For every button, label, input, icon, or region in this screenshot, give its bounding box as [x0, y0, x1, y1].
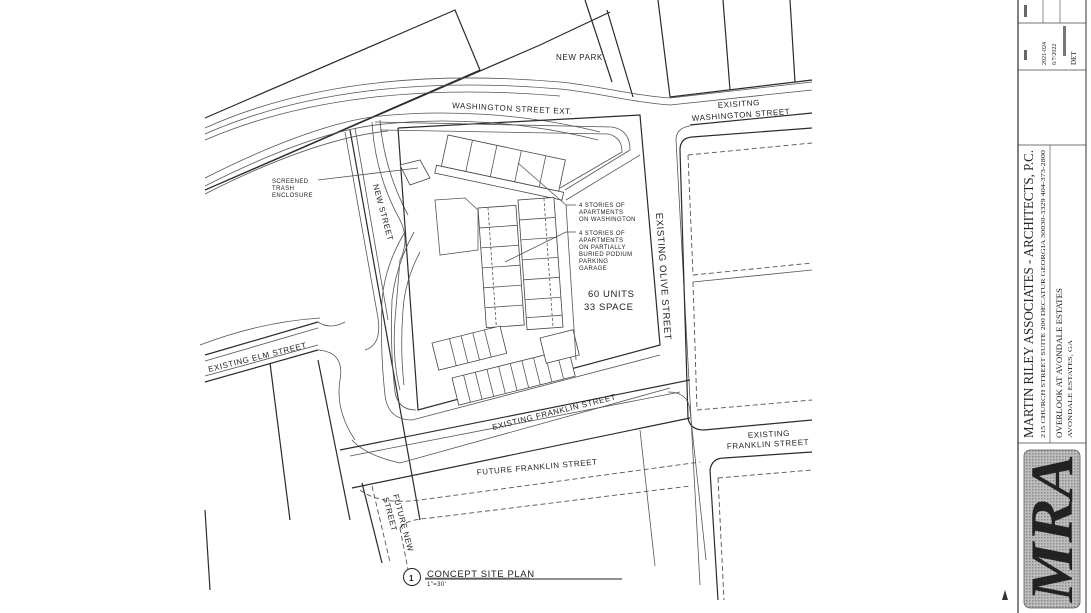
- site-boundary: [397, 114, 661, 411]
- label-new-street: NEW STREET: [371, 183, 395, 242]
- label-apt-wash-2: APARTMENTS: [579, 210, 623, 216]
- label-washington-ext: WASHINGTON STREET EXT.: [452, 101, 573, 116]
- future-franklin-street: [359, 429, 701, 581]
- north-arrow-icon: [1002, 590, 1008, 600]
- label-existing-franklin-right-1: EXISTING: [748, 429, 791, 440]
- washington-street-ext: [204, 77, 813, 195]
- label-apt-podium-6: GARAGE: [579, 266, 607, 272]
- job-number: 2021-024: [1042, 42, 1048, 65]
- label-trash-3: ENCLOSURE: [272, 193, 313, 199]
- drawing-scale: 1"=30': [427, 582, 446, 588]
- label-existing-franklin-right-2: FRANKLIN STREET: [727, 438, 810, 451]
- drawn-by: DET: [1070, 51, 1078, 65]
- existing-elm-street: [204, 321, 356, 441]
- label-apt-podium-5: PARKING: [579, 259, 608, 265]
- label-existing-washington-1: EXISITNG: [718, 98, 761, 110]
- parcel-lines: [204, 0, 813, 591]
- site-drive: [351, 121, 671, 464]
- right-blocks: [679, 127, 813, 601]
- title-block: 2021-024 6/7/2022 DET MARTIN RILEY ASSOC…: [1017, 0, 1087, 613]
- firm-logo: MRA: [1019, 454, 1085, 603]
- existing-franklin-street: [339, 379, 707, 561]
- sheet-date: 6/7/2022: [1052, 44, 1058, 65]
- drawing-title: 1 CONCEPT SITE PLAN 1"=30': [403, 568, 622, 588]
- label-units: 60 UNITS: [588, 289, 635, 300]
- firm-address: 215 CHURCH STREET SUITE 200 DECATUR GEOR…: [1040, 150, 1047, 438]
- label-apt-podium-2: APARTMENTS: [579, 238, 623, 244]
- firm-name: MARTIN RILEY ASSOCIATES - ARCHITECTS, P.…: [1021, 150, 1036, 438]
- label-apt-podium-4: BURIED PODIUM: [579, 252, 633, 258]
- label-trash-2: TRASH: [272, 186, 294, 192]
- drawing-title-text: CONCEPT SITE PLAN: [427, 569, 535, 580]
- label-apt-podium-3: ON PARTIALLY: [579, 245, 626, 251]
- label-trash-1: SCREENED: [272, 179, 309, 185]
- label-apt-wash-1: 4 STORIES OF: [579, 203, 625, 209]
- detail-number: 1: [409, 574, 414, 583]
- annotation-labels: NEW PARK SCREENED TRASH ENCLOSURE 4 STOR…: [272, 53, 636, 313]
- buildings: [399, 134, 580, 406]
- label-existing-franklin: EXISTING FRANKLIN STREET: [491, 392, 617, 432]
- label-future-franklin: FUTURE FRANKLIN STREET: [476, 457, 598, 477]
- project-location: AVONDALE ESTATES, GA: [1068, 339, 1074, 438]
- label-new-park: NEW PARK: [556, 53, 603, 62]
- existing-washington-street: [675, 112, 813, 586]
- label-apt-wash-3: ON WASHINGTON: [579, 217, 636, 223]
- label-existing-washington-2: WASHINGTON STREET: [692, 107, 791, 123]
- logo-panel: [1023, 449, 1081, 609]
- label-spaces: 33 SPACE: [584, 302, 634, 313]
- label-apt-podium-1: 4 STORIES OF: [579, 231, 625, 237]
- label-existing-olive: EXISTING OLIVE STREET: [653, 212, 673, 340]
- project-name: OVERLOOK AT AVONDALE ESTATES: [1054, 288, 1064, 438]
- leader-lines: [317, 154, 641, 361]
